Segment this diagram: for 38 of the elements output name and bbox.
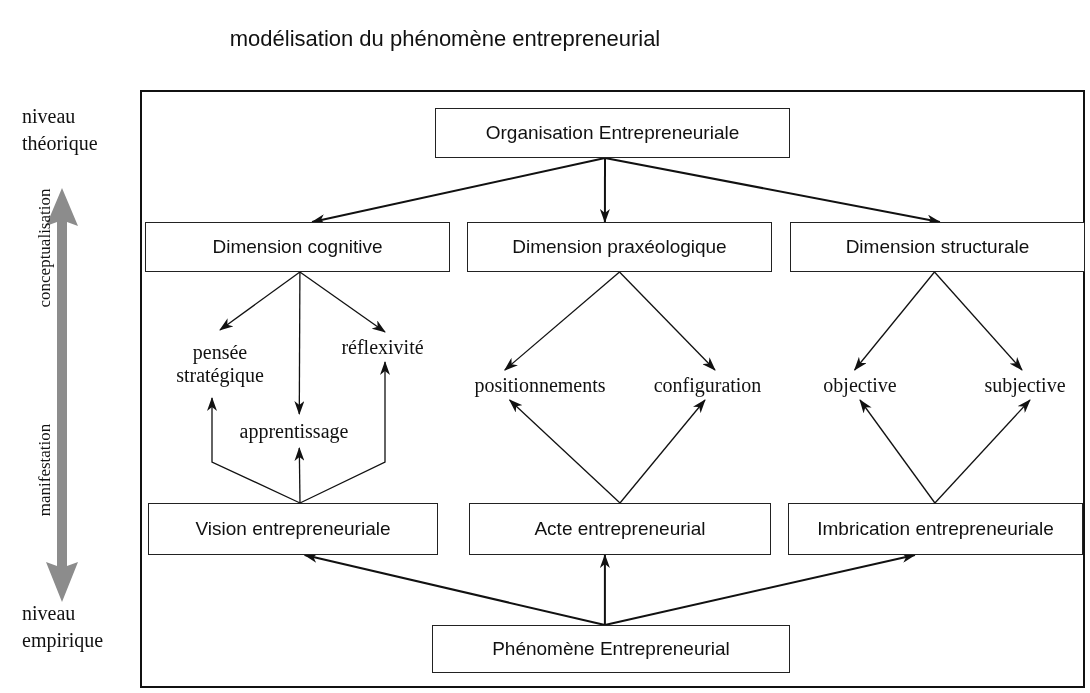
arrow bbox=[294, 447, 305, 504]
node-label: réflexivité bbox=[335, 332, 430, 362]
arrow bbox=[619, 399, 706, 504]
axis-label: conceptualisation bbox=[35, 187, 55, 310]
node-label: configuration bbox=[645, 370, 770, 400]
diagram-title: modélisation du phénomène entrepreneurial bbox=[228, 26, 662, 52]
process-box: Phénomène Entrepreneurial bbox=[432, 625, 790, 673]
axis-label: manifestation bbox=[35, 422, 55, 519]
arrow bbox=[504, 271, 621, 371]
arrow bbox=[299, 271, 386, 333]
process-box: Dimension cognitive bbox=[145, 222, 450, 272]
node-label: subjective bbox=[975, 370, 1075, 400]
arrow bbox=[207, 397, 301, 504]
arrow bbox=[934, 399, 1031, 504]
arrow bbox=[853, 271, 936, 371]
node-label: apprentissage bbox=[228, 414, 360, 448]
process-box: Organisation Entrepreneuriale bbox=[435, 108, 790, 158]
arrow bbox=[219, 271, 301, 331]
arrow bbox=[933, 271, 1023, 371]
node-label: pensée stratégique bbox=[165, 330, 275, 398]
arrow bbox=[599, 157, 610, 223]
arrow bbox=[299, 361, 390, 504]
level-label: niveau empirique bbox=[22, 601, 105, 654]
process-box: Vision entrepreneuriale bbox=[148, 503, 438, 555]
process-box: Acte entrepreneurial bbox=[469, 503, 771, 555]
node-label: positionnements bbox=[460, 370, 620, 400]
arrow bbox=[508, 399, 621, 504]
process-box: Imbrication entrepreneuriale bbox=[788, 503, 1083, 555]
process-box: Dimension structurale bbox=[790, 222, 1085, 272]
level-label: niveau théorique bbox=[22, 104, 99, 157]
arrow bbox=[618, 271, 716, 371]
arrow bbox=[303, 553, 606, 626]
arrow bbox=[859, 399, 936, 504]
process-box: Dimension praxéologique bbox=[467, 222, 772, 272]
arrow bbox=[599, 554, 610, 626]
arrow bbox=[603, 553, 916, 626]
arrow bbox=[294, 271, 305, 415]
node-label: objective bbox=[815, 370, 905, 400]
